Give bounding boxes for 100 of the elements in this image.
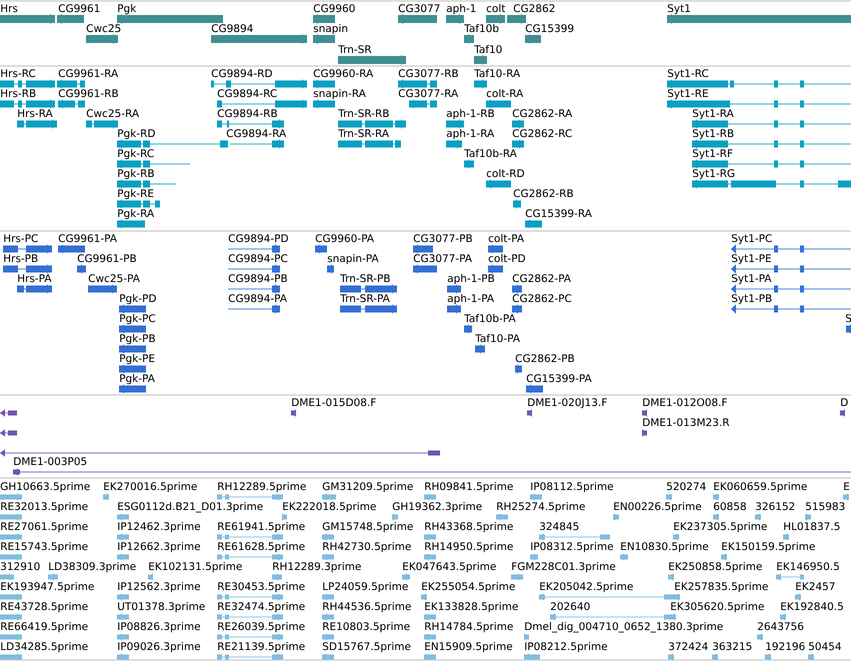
feature-label: EK193947.5prime bbox=[1, 582, 94, 592]
feature-label: 363215 bbox=[713, 642, 752, 650]
feature-label: Syt1-RC bbox=[668, 69, 708, 80]
feature-label: HL01837.5 bbox=[784, 522, 840, 530]
feature-label: Pgk-RB bbox=[118, 169, 154, 180]
feature-label: RE61628.5prime bbox=[218, 542, 305, 552]
feature-label: 520274 bbox=[667, 482, 706, 490]
feature-label: CG9960-PA bbox=[316, 234, 374, 242]
feature-label: Syt1 bbox=[668, 4, 690, 14]
feature-label: Syt1-PC bbox=[732, 234, 772, 244]
feature-label: DME1-012O08.F bbox=[643, 398, 727, 406]
feature-label: 202640 bbox=[550, 602, 590, 610]
feature-label: EK257835.5prime bbox=[675, 582, 768, 592]
feature-label: RE21139.5prime bbox=[218, 642, 305, 652]
feature-label: EK255054.5prime bbox=[422, 582, 515, 592]
feature-label: 324845 bbox=[540, 522, 578, 530]
feature-label: Syt1-RB bbox=[692, 129, 734, 140]
feature-label: Cwc25 bbox=[86, 24, 120, 32]
feature-label: Syt1-PB bbox=[732, 294, 772, 304]
feature-label: Trn-SR-PB bbox=[340, 274, 390, 282]
feature-label: CG9894-RC bbox=[218, 89, 277, 98]
feature-label: CG15399-PA bbox=[526, 374, 592, 382]
feature-label: EK060659.5prime bbox=[714, 482, 807, 492]
feature-label: Pgk-PB bbox=[120, 334, 155, 344]
feature-label: RE66419.5prime bbox=[1, 622, 88, 632]
feature-label: CG2862 bbox=[514, 4, 554, 12]
feature-label: Pgk-RC bbox=[118, 149, 154, 160]
feature-label: CG9894-RA bbox=[226, 129, 286, 138]
feature-label: CG9961-PA bbox=[58, 234, 117, 242]
feature-label: EK250858.5prime bbox=[669, 562, 762, 572]
feature-label: IP08112.5prime bbox=[531, 482, 614, 492]
feature-label: EK146950.5 bbox=[777, 562, 839, 570]
feature-label: CG9894-PC bbox=[228, 254, 288, 262]
feature-label: Pgk-PA bbox=[120, 374, 155, 384]
feature-label: colt bbox=[486, 4, 506, 12]
feature-label: SD15767.5prime bbox=[322, 642, 410, 652]
feature-label: Dmel_dig_004710_0652_1380.3prime bbox=[525, 622, 723, 632]
feature-label: Pgk-RA bbox=[118, 209, 154, 220]
feature-label: RH43368.5prime bbox=[425, 522, 513, 532]
feature-label: 60858 bbox=[714, 502, 746, 510]
feature-label: RH42730.5prime bbox=[323, 542, 411, 552]
feature-label: 326152 bbox=[756, 502, 794, 510]
feature-label: snapin-RA bbox=[314, 89, 366, 100]
feature-label: Syt1-RA bbox=[692, 109, 734, 120]
feature-label: ESG0112d.B21_D01.3prime bbox=[118, 502, 263, 512]
feature-label: 372424 bbox=[669, 642, 708, 650]
feature-label: Syt1-RG bbox=[692, 169, 734, 180]
feature-label: GM31209.5prime bbox=[322, 482, 413, 492]
feature-label: EK150159.5prime bbox=[722, 542, 815, 552]
feature-label: CG2862-RB bbox=[514, 189, 573, 198]
feature-label: UT01378.3prime bbox=[118, 602, 205, 612]
feature-label: colt-RA bbox=[486, 89, 524, 98]
feature-label: aph-1-PA bbox=[448, 294, 494, 304]
feature-label: CG3077-RA bbox=[398, 89, 458, 98]
feature-label: RE27061.5prime bbox=[1, 522, 88, 532]
feature-label: colt-RD bbox=[486, 169, 524, 178]
feature-label: RH14950.5prime bbox=[425, 542, 513, 552]
feature-label: EK305620.5prime bbox=[671, 602, 764, 612]
feature-label: CG9894 bbox=[212, 24, 253, 32]
feature-label: aph-1 bbox=[446, 4, 476, 14]
feature-label: RH25274.5prime bbox=[497, 502, 585, 512]
feature-label: RE10803.5prime bbox=[323, 622, 410, 632]
feature-label: EN00226.5prime bbox=[614, 502, 702, 512]
feature-label: Hrs-PC bbox=[4, 234, 38, 242]
feature-label: Syt1-RF bbox=[692, 149, 732, 160]
feature-label: EK222018.5prime bbox=[283, 502, 376, 512]
feature-label: E bbox=[844, 482, 850, 490]
feature-label: CG2862-RA bbox=[512, 109, 572, 118]
feature-label: LP24059.5prime bbox=[323, 582, 408, 592]
feature-label: CG3077-RB bbox=[398, 69, 458, 78]
feature-label: Pgk-PE bbox=[120, 354, 154, 364]
feature-label: EK2457 bbox=[796, 582, 835, 590]
feature-label: CG2862-PC bbox=[512, 294, 572, 302]
feature-label: RE30453.5prime bbox=[218, 582, 305, 592]
feature-label: Taf10b-RA bbox=[464, 149, 517, 158]
feature-label: CG9894-PD bbox=[228, 234, 288, 242]
feature-label: FGM228C01.3prime bbox=[512, 562, 616, 572]
feature-label: Cwc25-PA bbox=[88, 274, 140, 282]
feature-label: EN10830.5prime bbox=[621, 542, 708, 552]
feature-label: GM15748.5prime bbox=[322, 522, 413, 532]
feature-label: D bbox=[841, 398, 848, 406]
feature-label: aph-1-PB bbox=[448, 274, 494, 284]
feature-label: snapin bbox=[314, 24, 348, 34]
feature-label: EK205042.5prime bbox=[540, 582, 633, 592]
feature-label: EK102131.5prime bbox=[149, 562, 242, 572]
feature-label: Cwc25-RA bbox=[86, 109, 139, 118]
feature-label: IP08826.3prime bbox=[118, 622, 200, 632]
feature-label: Pgk-RE bbox=[118, 189, 154, 200]
feature-label: Taf10-RA bbox=[474, 69, 520, 78]
feature-label: Trn-SR-RA bbox=[338, 129, 389, 138]
feature-label: CG2862-RC bbox=[512, 129, 572, 138]
feature-label: Hrs bbox=[1, 4, 18, 12]
feature-label: Pgk-PC bbox=[120, 314, 156, 324]
feature-label: EK192840.5 bbox=[781, 602, 843, 610]
feature-label: Pgk bbox=[118, 4, 136, 14]
feature-label: LD38309.3prime bbox=[49, 562, 136, 572]
feature-label: CG9961-RB bbox=[58, 89, 118, 98]
feature-label: 50454 bbox=[809, 642, 841, 650]
feature-label: CG9961 bbox=[58, 4, 100, 12]
feature-label: Hrs-RB bbox=[1, 89, 36, 98]
